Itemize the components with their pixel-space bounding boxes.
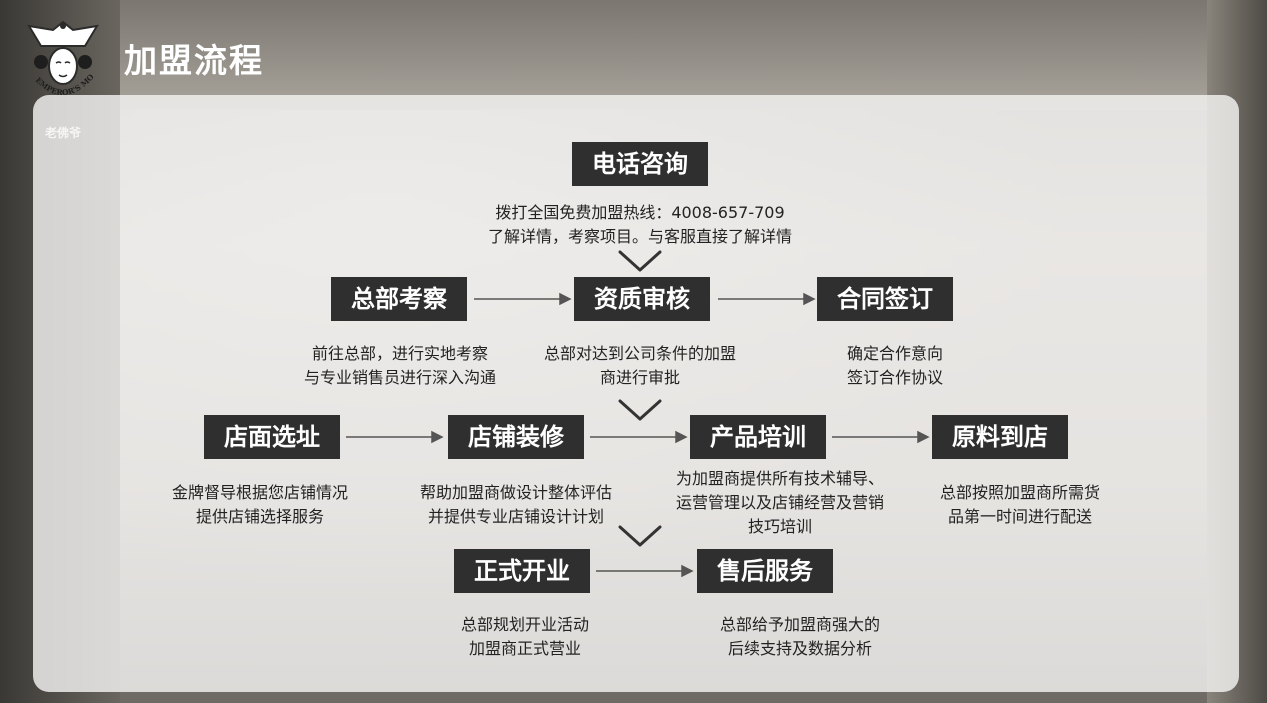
description-line: 帮助加盟商做设计整体评估	[419, 483, 612, 502]
step-decoration-description: 帮助加盟商做设计整体评估 并提供专业店铺设计计划	[386, 481, 646, 529]
step-material-delivery[interactable]: 原料到店	[932, 415, 1068, 459]
description-line: 总部对达到公司条件的加盟	[543, 344, 736, 363]
step-store-decoration[interactable]: 店铺装修	[448, 415, 584, 459]
step-phone-description: 拨打全国免费加盟热线：4008-657-709 了解详情，考察项目。与客服直接了…	[440, 201, 840, 249]
background-ceiling	[120, 0, 1210, 110]
step-opening-description: 总部规划开业活动 加盟商正式营业	[440, 613, 610, 661]
description-line: 总部按照加盟商所需货	[939, 483, 1100, 502]
description-line: 金牌督导根据您店铺情况	[171, 483, 348, 502]
description-line: 签订合作协议	[846, 368, 943, 387]
step-aftersales-description: 总部给予加盟商强大的 后续支持及数据分析	[690, 613, 910, 661]
description-line: 后续支持及数据分析	[727, 639, 872, 658]
description-line: 了解详情，考察项目。与客服直接了解详情	[487, 227, 792, 246]
description-line: 前往总部，进行实地考察	[311, 344, 488, 363]
step-site-description: 金牌督导根据您店铺情况 提供店铺选择服务	[140, 481, 380, 529]
step-site-selection[interactable]: 店面选址	[204, 415, 340, 459]
step-after-sales[interactable]: 售后服务	[697, 549, 833, 593]
step-grand-opening[interactable]: 正式开业	[454, 549, 590, 593]
step-hq-inspection[interactable]: 总部考察	[331, 277, 467, 321]
page-title: 加盟流程	[124, 41, 264, 80]
description-line: 确定合作意向	[846, 344, 943, 363]
description-line: 提供店铺选择服务	[195, 507, 324, 526]
description-line: 加盟商正式营业	[468, 639, 581, 658]
step-contract-description: 确定合作意向 签订合作协议	[800, 342, 990, 390]
step-review-description: 总部对达到公司条件的加盟 商进行审批	[500, 342, 780, 390]
step-delivery-description: 总部按照加盟商所需货 品第一时间进行配送	[915, 481, 1125, 529]
content-panel	[33, 95, 1239, 692]
description-line: 为加盟商提供所有技术辅导、	[675, 469, 884, 488]
description-line: 技巧培训	[747, 517, 812, 536]
step-phone-consultation[interactable]: 电话咨询	[572, 142, 708, 186]
description-line: 并提供专业店铺设计计划	[427, 507, 604, 526]
description-line: 运营管理以及店铺经营及营销	[675, 493, 884, 512]
brand-emblem-icon: EMPEROR'S MOM	[23, 18, 99, 97]
step-inspection-description: 前往总部，进行实地考察 与专业销售员进行深入沟通	[250, 342, 550, 390]
description-line: 总部规划开业活动	[460, 615, 589, 634]
description-line: 拨打全国免费加盟热线：4008-657-709	[495, 203, 785, 222]
step-product-training[interactable]: 产品培训	[690, 415, 826, 459]
step-contract-signing[interactable]: 合同签订	[817, 277, 953, 321]
description-line: 总部给予加盟商强大的	[719, 615, 880, 634]
step-qualification-review[interactable]: 资质审核	[574, 277, 710, 321]
description-line: 与专业销售员进行深入沟通	[303, 368, 496, 387]
description-line: 品第一时间进行配送	[947, 507, 1092, 526]
step-training-description: 为加盟商提供所有技术辅导、 运营管理以及店铺经营及营销 技巧培训	[645, 467, 915, 539]
description-line: 商进行审批	[599, 368, 680, 387]
